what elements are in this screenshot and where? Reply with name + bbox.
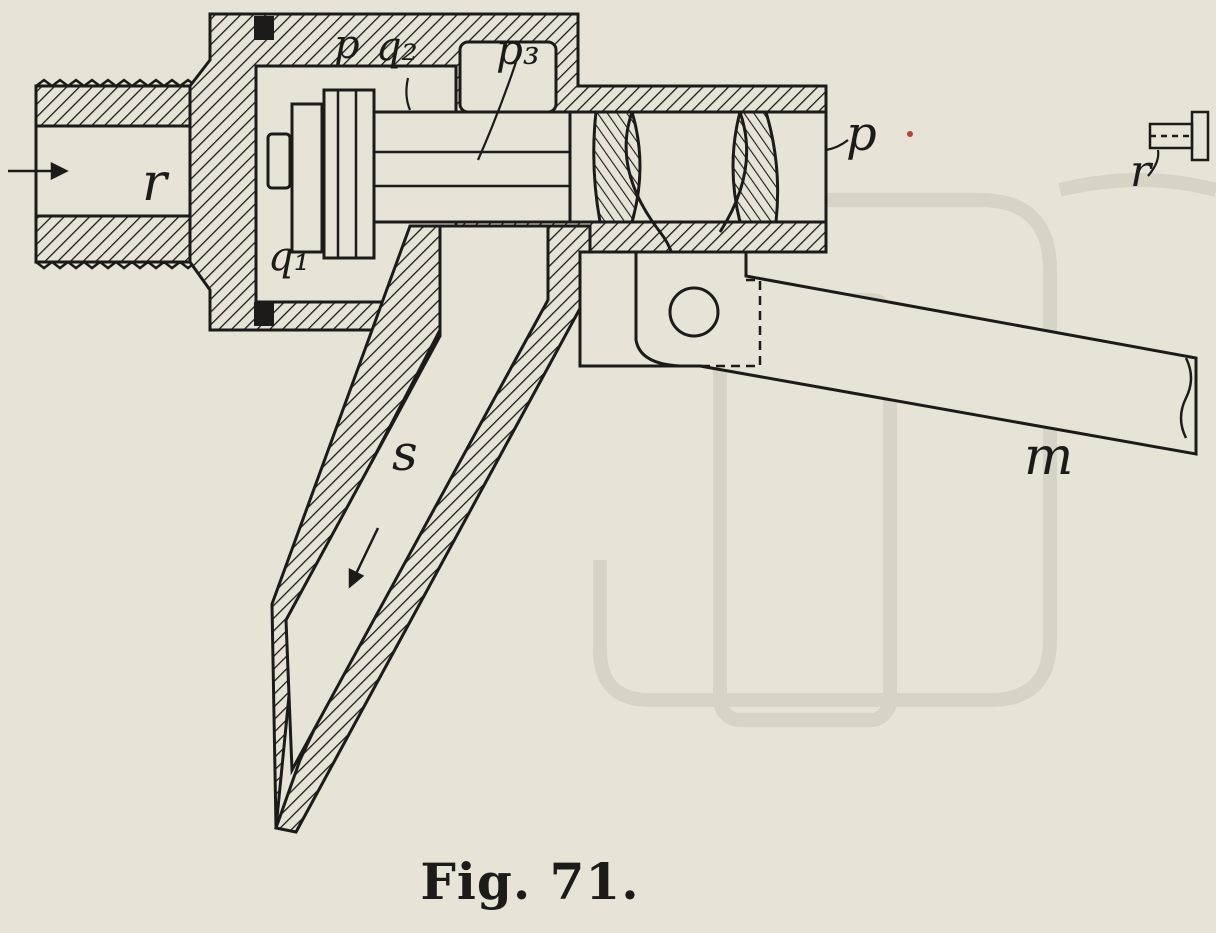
thread-top — [35, 78, 197, 88]
label-p-top: p — [334, 22, 360, 68]
lever — [578, 250, 1198, 456]
label-p3: p₃ — [496, 25, 540, 74]
flow-arrows — [8, 161, 380, 589]
thread-bottom — [35, 260, 197, 270]
outlet-arrow — [352, 527, 380, 579]
pin-detail — [1148, 110, 1210, 162]
label-q2: q₂ — [376, 24, 418, 70]
label-r-right: r — [1130, 146, 1154, 197]
label-s-outlet: s — [392, 424, 418, 482]
ink-speck — [907, 131, 913, 137]
valve-stem — [266, 88, 572, 260]
label-p-right: p — [846, 106, 877, 162]
label-m-lever: m — [1024, 427, 1073, 487]
label-q1: q₁ — [268, 234, 310, 280]
part-labels: r p q₂ p₃ q₁ p r s m — [142, 22, 1154, 487]
figure-caption: Fig. 71. — [420, 852, 640, 911]
leader-lines — [405, 61, 1160, 177]
outlet-spout — [270, 224, 592, 834]
label-r-inlet: r — [142, 153, 170, 213]
